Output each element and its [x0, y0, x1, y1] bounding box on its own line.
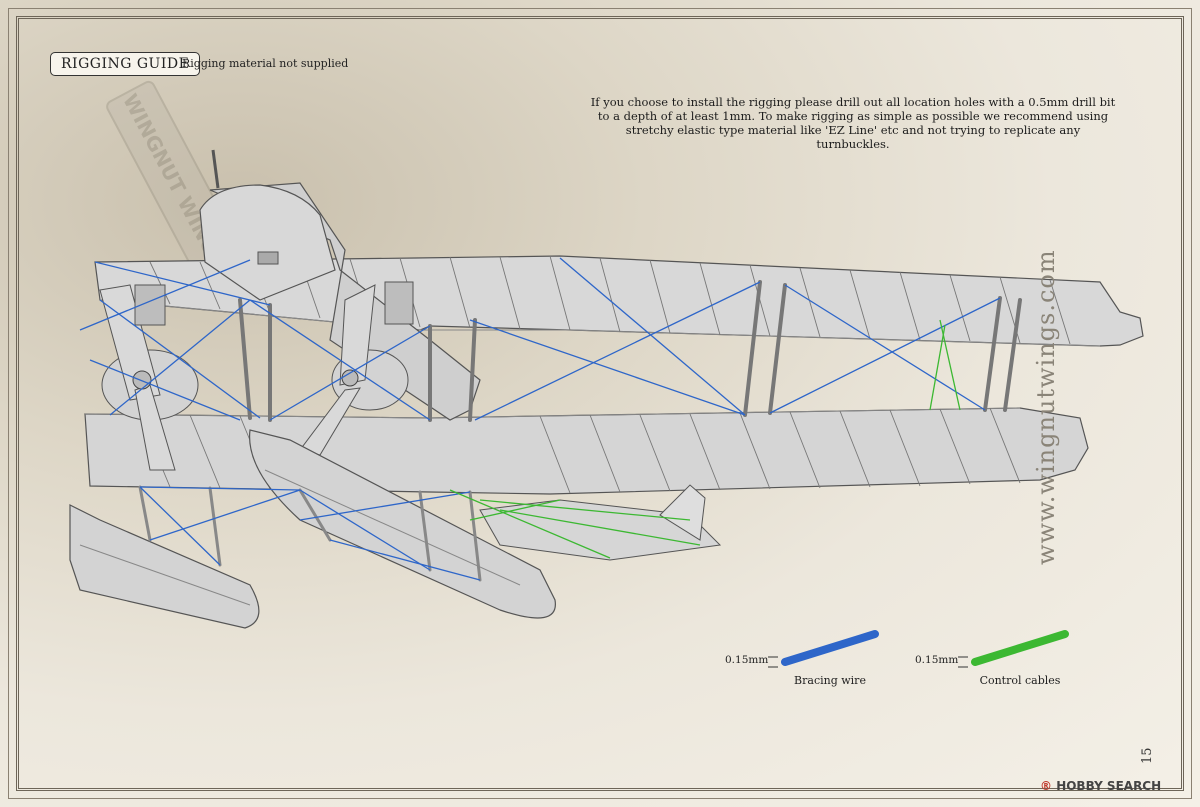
section-title: RIGGING GUIDE	[50, 52, 201, 76]
lower-wing	[84, 407, 1089, 495]
control-cables	[449, 319, 961, 559]
bracing-wires	[79, 257, 1001, 581]
watermark-brand: HOBBY SEARCH	[1056, 779, 1162, 793]
legend-control-cable-swatch	[958, 630, 1069, 668]
page-number: 15	[1140, 747, 1155, 764]
left-float	[69, 504, 260, 629]
tail-plane	[479, 484, 722, 561]
interplane-struts	[238, 280, 1022, 422]
legend-bracing-wire-size: 0.15mm	[725, 654, 769, 666]
section-subtitle: Rigging material not supplied	[182, 57, 349, 70]
legend-bracing-wire-label: Bracing wire	[794, 674, 866, 687]
float-struts	[138, 485, 482, 582]
website-url: www.wingnutwings.com	[1032, 249, 1060, 565]
page-frame-outer	[8, 8, 1192, 799]
rigging-instructions: If you choose to install the rigging ple…	[590, 95, 1116, 151]
legend-bracing-wire-swatch	[768, 630, 879, 668]
page-frame-inner	[16, 16, 1184, 791]
hobby-search-watermark: ® HOBBY SEARCH	[1040, 779, 1161, 793]
legend-control-cable-size: 0.15mm	[915, 654, 959, 666]
legend-control-cable-label: Control cables	[979, 674, 1061, 687]
trademark-icon: ®	[1040, 779, 1052, 793]
